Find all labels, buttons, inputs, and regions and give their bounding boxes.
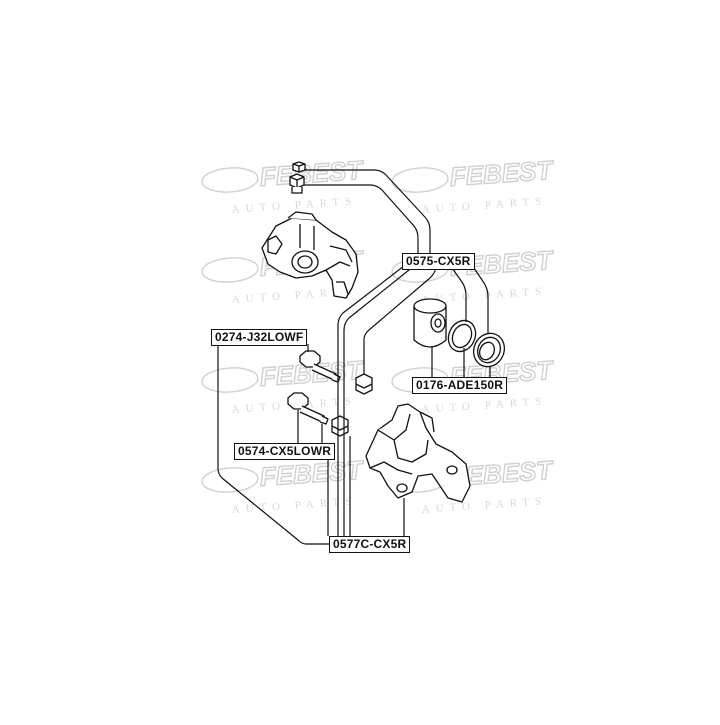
- part-label-0575-cx5r[interactable]: 0575-CX5R: [402, 253, 475, 270]
- leader-lines: [217, 169, 491, 545]
- leader-0575-seal: [451, 267, 467, 322]
- svg-text:FEBEST: FEBEST: [259, 455, 366, 492]
- guide-boot-upper: [355, 373, 373, 395]
- svg-text:FEBEST: FEBEST: [259, 155, 366, 192]
- part-label-0577c-cx5r[interactable]: 0577C-CX5R: [329, 536, 411, 553]
- parts-drawings: [261, 161, 506, 503]
- watermark-tagline: AUTO PARTS: [231, 495, 357, 516]
- watermark-logo: FEBEST: [391, 154, 556, 193]
- leader-0575-dust-boot: [473, 267, 489, 334]
- leader-0575-boot-lower: [343, 265, 415, 536]
- watermark-logo: FEBEST: [201, 354, 366, 393]
- caliper-bracket: [365, 403, 471, 503]
- caliper-housing: [261, 211, 359, 299]
- watermark-tagline: AUTO PARTS: [421, 395, 547, 416]
- guide-pin-upper: [299, 350, 341, 383]
- watermark-tagline: AUTO PARTS: [421, 195, 547, 216]
- watermark-tagline: AUTO PARTS: [421, 495, 547, 516]
- leader-0575-cap: [304, 169, 431, 254]
- svg-text:FEBEST: FEBEST: [449, 155, 556, 192]
- guide-boot-lower: [331, 415, 349, 437]
- part-label-0274-j32lowf[interactable]: 0274-J32LOWF: [211, 329, 308, 346]
- guide-pin-lower: [287, 392, 329, 425]
- part-label-0176-ade150r[interactable]: 0176-ADE150R: [412, 377, 508, 394]
- bleeder-cap: [292, 161, 306, 173]
- dust-boot: [472, 332, 506, 368]
- leader-0575-screw: [304, 184, 419, 254]
- leader-0577-left: [337, 265, 405, 536]
- leader-0575-boot-upper: [363, 265, 437, 374]
- bleeder-screw: [289, 173, 305, 194]
- piston-seal: [447, 319, 477, 353]
- watermark-logo: FEBEST: [201, 154, 366, 193]
- leader-0274-left: [217, 344, 330, 545]
- piston: [413, 298, 447, 348]
- watermark-logo: FEBEST: [201, 454, 366, 493]
- part-label-0574-cx5lowr[interactable]: 0574-CX5LOWR: [234, 443, 336, 460]
